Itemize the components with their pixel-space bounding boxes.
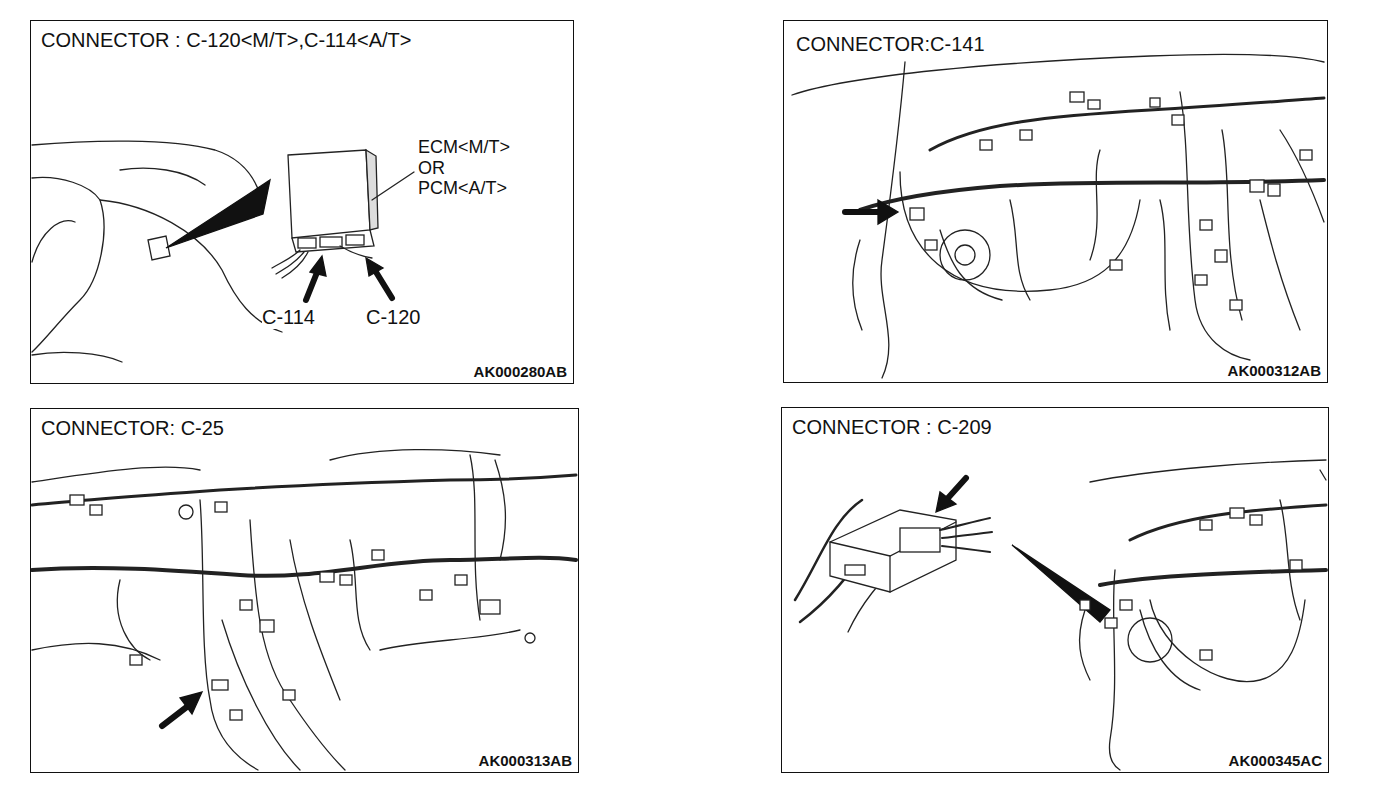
connector-symbol [910, 92, 1312, 310]
connector-symbol [1080, 508, 1302, 660]
arrow [162, 692, 202, 726]
pointer-wedge [166, 180, 270, 248]
wiring-harness [792, 54, 1324, 378]
connector-label: C-120 [366, 306, 420, 329]
module-label: ECM<M/T> OR PCM<A/T> [418, 137, 530, 199]
connector-symbol [70, 495, 500, 720]
panel-heading: CONNECTOR:C-141 [794, 33, 987, 55]
arrow [936, 478, 966, 512]
arrow [306, 256, 392, 300]
figure-code: AK000312AB [1226, 363, 1323, 380]
wiring-harness [1080, 460, 1326, 770]
connector-closeup [795, 500, 992, 632]
connector-panel: CONNECTOR : C-209AK000345AC [781, 407, 1329, 773]
connector-panel: CONNECTOR:C-141AK000312AB [783, 20, 1328, 383]
leader-line [372, 172, 414, 200]
figure-code: AK000345AC [1227, 753, 1324, 770]
dashboard-sketch [32, 141, 282, 362]
ecm-unit [272, 150, 378, 278]
figure-code: AK000280AB [472, 364, 569, 381]
arrow [845, 200, 898, 224]
panel-heading: CONNECTOR: C-25 [39, 417, 226, 439]
figure-code: AK000313AB [477, 753, 574, 770]
pointer-wedge [1012, 545, 1110, 622]
panel-heading: CONNECTOR : C-209 [790, 416, 994, 438]
connector-panel: CONNECTOR: C-25AK000313AB [30, 408, 579, 773]
wiring-harness [32, 450, 576, 770]
panel-heading: CONNECTOR : C-120<M/T>,C-114<A/T> [39, 29, 413, 51]
connector-panel: CONNECTOR : C-120<M/T>,C-114<A/T> AK00028… [30, 20, 574, 384]
connector-label: C-114 [262, 306, 315, 329]
